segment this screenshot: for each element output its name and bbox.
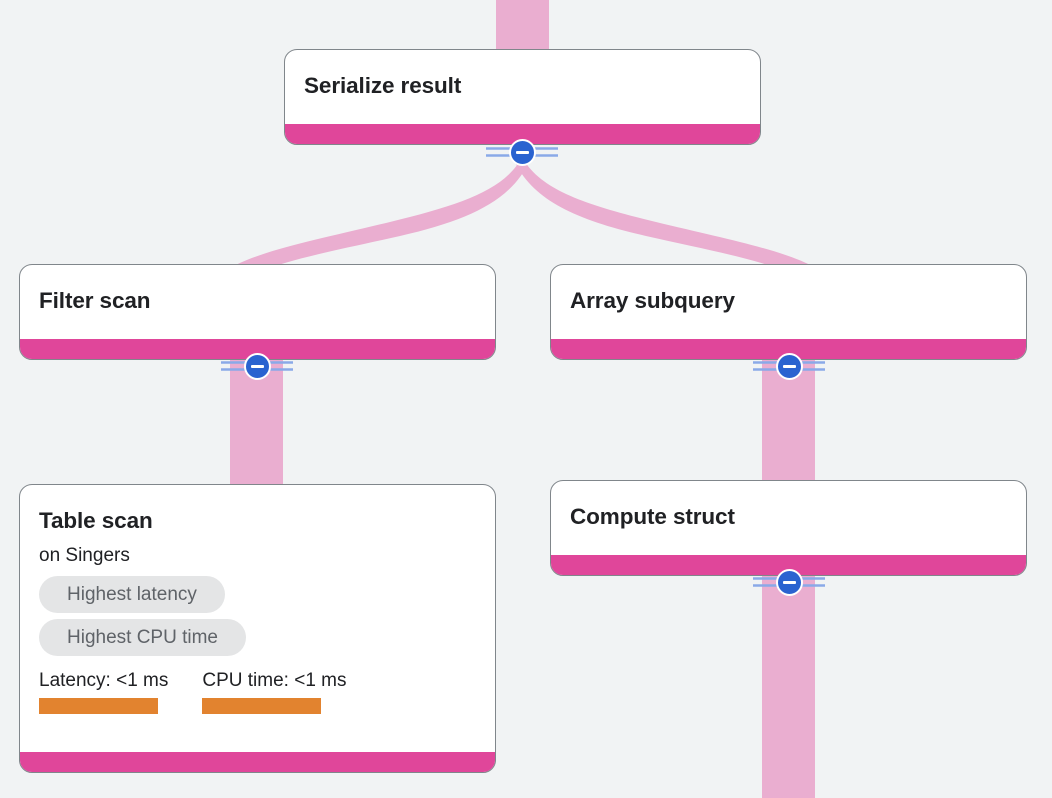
node-title: Compute struct [570, 504, 735, 529]
node-array-subquery[interactable]: Array subquery [550, 264, 1027, 360]
metric-latency-bar [39, 697, 158, 714]
node-title: Filter scan [39, 288, 151, 313]
collapse-toggle-filter-scan[interactable] [221, 350, 293, 382]
node-filter-scan[interactable]: Filter scan [19, 264, 496, 360]
minus-circle-icon[interactable] [775, 568, 803, 596]
node-subtitle: on Singers [39, 544, 130, 566]
minus-circle-icon[interactable] [508, 138, 536, 166]
node-table-scan[interactable]: Table scan on Singers Highest latency Hi… [19, 484, 496, 773]
node-body: Filter scan [20, 265, 495, 339]
edge-serialize-to-array [514, 157, 816, 286]
edge-serialize-to-filter [230, 157, 530, 286]
metric-cpu-time-label: CPU time: <1 ms [202, 669, 347, 691]
collapse-toggle-serialize-result[interactable] [486, 136, 558, 168]
edge-incoming-top [496, 0, 549, 50]
node-accent-bar [285, 124, 760, 144]
status-badge-highest-cpu-time: Highest CPU time [39, 618, 246, 656]
node-accent-bar [20, 339, 495, 359]
collapse-toggle-array-subquery[interactable] [753, 350, 825, 382]
node-metrics: Latency: <1 ms CPU time: <1 ms [39, 670, 476, 714]
node-title: Array subquery [570, 288, 735, 313]
node-compute-struct[interactable]: Compute struct [550, 480, 1027, 576]
node-body: Table scan on Singers Highest latency Hi… [20, 485, 495, 752]
node-accent-bar [551, 555, 1026, 575]
node-body: Array subquery [551, 265, 1026, 339]
node-accent-bar [551, 339, 1026, 359]
metric-cpu-time: CPU time: <1 ms [202, 669, 347, 714]
edge-compute-down [762, 574, 815, 798]
minus-circle-icon[interactable] [775, 352, 803, 380]
collapse-toggle-compute-struct[interactable] [753, 566, 825, 598]
metric-latency: Latency: <1 ms [39, 670, 168, 714]
minus-circle-icon[interactable] [243, 352, 271, 380]
node-accent-bar [20, 752, 495, 772]
node-serialize-result[interactable]: Serialize result [284, 49, 761, 145]
node-title: Table scan [39, 508, 153, 533]
status-badge-highest-latency: Highest latency [39, 575, 225, 613]
node-badge-list: Highest latency Highest CPU time [39, 575, 476, 656]
node-title: Serialize result [304, 73, 462, 98]
metric-latency-label: Latency: <1 ms [39, 669, 169, 691]
node-body: Serialize result [285, 50, 760, 124]
node-body: Compute struct [551, 481, 1026, 555]
metric-cpu-time-bar [202, 697, 322, 714]
